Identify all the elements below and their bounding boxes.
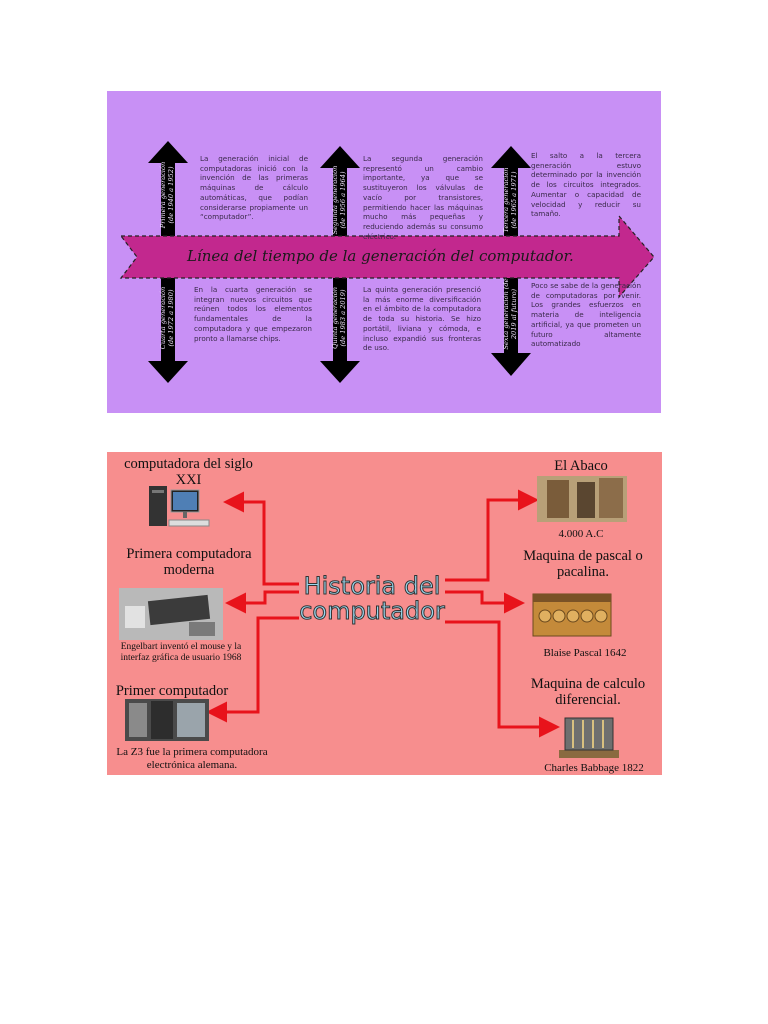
z3-computer-image: [125, 699, 209, 741]
generation-label-4: Cuarta generación(de 1972 a 1980): [159, 286, 176, 350]
desktop-computer-image: [149, 486, 210, 527]
node-caption-pascal: Blaise Pascal 1642: [543, 647, 627, 659]
timeline-graphics: [119, 141, 655, 383]
abacus-image: [537, 476, 627, 522]
node-title-modern: Primera computadora moderna: [126, 546, 252, 578]
node-title-first: Primer computador: [115, 683, 229, 699]
generation-text-1: La generación inicial de computadoras in…: [200, 154, 308, 222]
mouse-keyboard-image: [119, 588, 223, 640]
node-title-abacus: El Abaco: [554, 458, 608, 474]
arrow-to-pascal: [445, 590, 525, 614]
node-caption-modern: Engelbart inventó el mouse y la interfaz…: [120, 642, 242, 663]
generation-label-5: Quinta generación(de 1983 a 2019): [331, 286, 348, 350]
generation-text-2: La segunda generación representó un camb…: [363, 154, 483, 241]
node-title-pascal: Maquina de pascal o pacalina.: [523, 548, 643, 580]
timeline-title: Línea del tiempo de la generación del co…: [187, 247, 574, 265]
generation-label-3: Tercera generación(de 1965 a 1971): [502, 167, 519, 233]
mindmap-center-title: Historia del computador: [299, 572, 446, 625]
node-caption-first: La Z3 fue la primera computadora electró…: [116, 746, 268, 771]
connector-arrows: [206, 489, 560, 738]
arrow-to-babbage: [445, 620, 560, 738]
arrow-to-xxi: [223, 491, 299, 586]
pascaline-image: [532, 593, 612, 637]
generation-label-1: Primera generación(de 1940 a 1952): [159, 161, 176, 229]
arrow-to-modern: [225, 590, 299, 614]
difference-engine-image: [559, 717, 619, 758]
generation-label-2: Segunda generación(de 1956 a 1964): [331, 165, 348, 235]
timeline-arrow: [119, 214, 655, 299]
generation-text-3: El salto a la tercera generación estuvo …: [531, 151, 641, 219]
arrow-to-abacus: [445, 489, 539, 582]
node-caption-babbage: Charles Babbage 1822: [544, 762, 644, 774]
generation-text-5: La quinta generación presenció la más en…: [363, 285, 481, 353]
timeline-panel: Línea del tiempo de la generación del co…: [107, 91, 661, 413]
history-mindmap-panel: Historia del computador computadora del …: [107, 452, 662, 775]
node-title-xxi: computadora del siglo XXI: [124, 456, 253, 488]
node-title-babbage: Maquina de calculo diferencial.: [530, 676, 646, 708]
generation-text-4: En la cuarta generación se integran nuev…: [194, 285, 312, 343]
node-caption-abacus: 4.000 A.C: [558, 528, 604, 540]
arrow-to-first: [206, 616, 299, 723]
generation-text-6: Poco se sabe de la generación de computa…: [531, 281, 641, 349]
